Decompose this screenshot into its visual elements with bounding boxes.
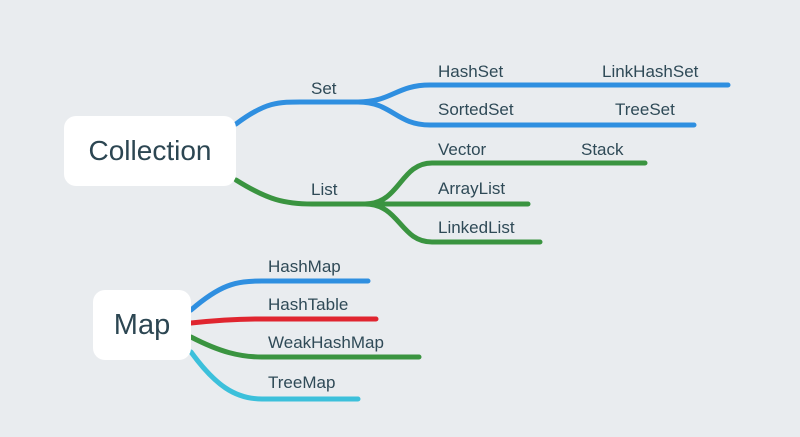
connector-collection-set <box>233 99 361 127</box>
vector-label: Vector <box>438 140 487 159</box>
treemap-label: TreeMap <box>268 373 336 392</box>
connector-set-sortedset <box>355 99 697 128</box>
connector-map-hashtable <box>188 316 379 326</box>
collection-node: Collection <box>64 116 236 186</box>
map-node-label: Map <box>113 308 171 341</box>
arraylist-label: ArrayList <box>438 179 506 198</box>
connector-list-linkedlist <box>362 201 543 245</box>
list-label: List <box>311 180 338 199</box>
connector-map-treemap <box>188 349 361 402</box>
sortedset-label: SortedSet <box>438 100 514 119</box>
collection-node-label: Collection <box>88 135 212 166</box>
connector-collection-list <box>233 177 368 207</box>
stack-label: Stack <box>581 140 624 159</box>
map-node: Map <box>93 290 191 360</box>
connector-map-hashmap <box>188 278 371 313</box>
treeset-label: TreeSet <box>615 100 675 119</box>
hashmap-label: HashMap <box>268 257 341 276</box>
linkhashset-label: LinkHashSet <box>602 62 699 81</box>
connector-map-weakhashmap <box>188 334 422 360</box>
linkedlist-label: LinkedList <box>438 218 515 237</box>
set-label: Set <box>311 79 337 98</box>
hashtable-label: HashTable <box>268 295 349 314</box>
hashset-label: HashSet <box>438 62 504 81</box>
weakhashmap-label: WeakHashMap <box>268 333 384 352</box>
